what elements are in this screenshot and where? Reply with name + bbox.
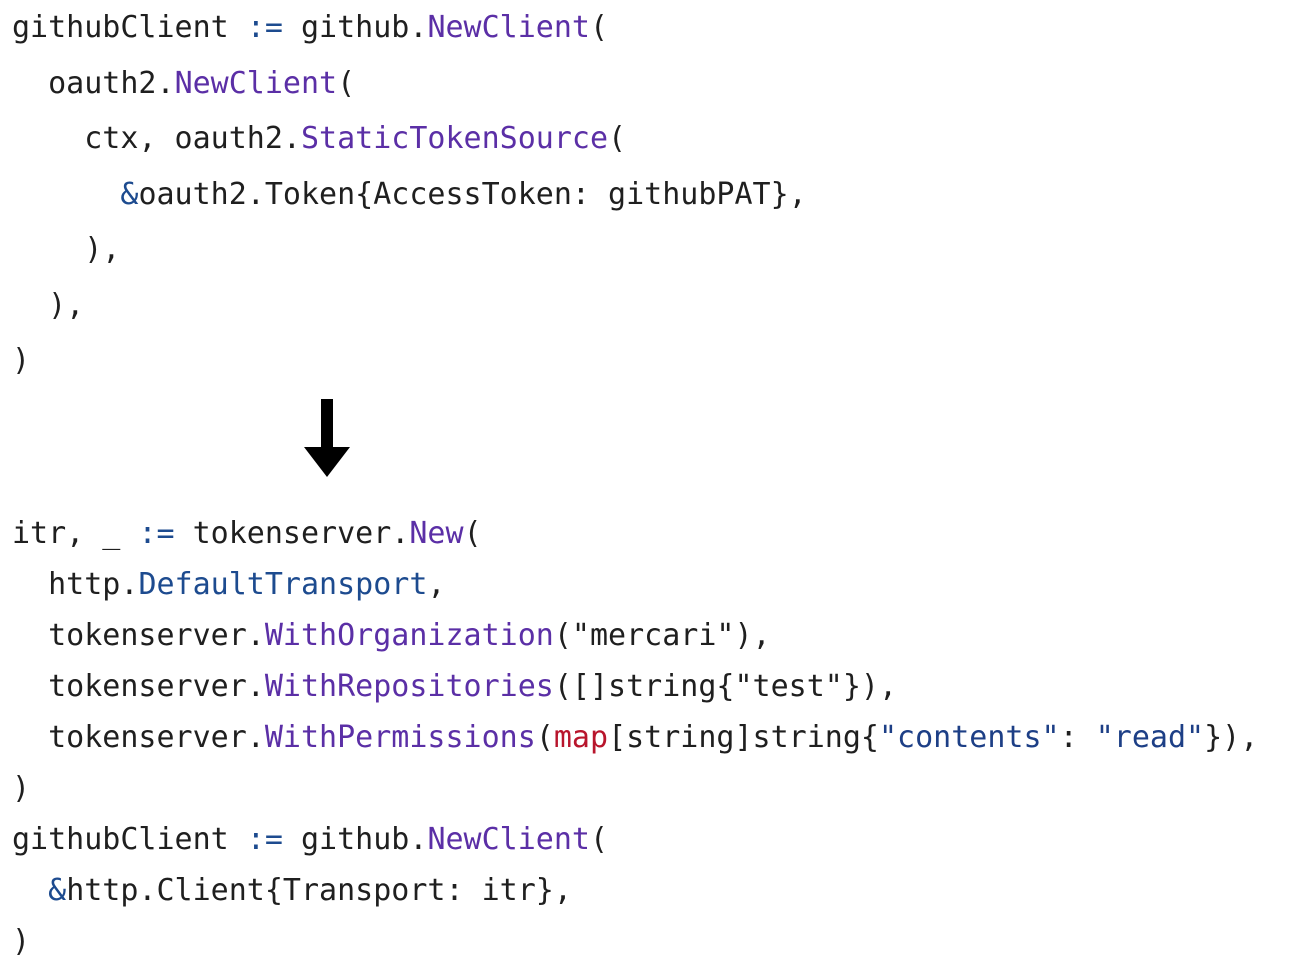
code-line: ) [12,763,1258,814]
code-token: ( [337,65,356,101]
code-token: ( [608,121,627,156]
code-token: ( [463,516,482,551]
code-token: NewClient [427,10,590,45]
code-line: itr, _ := tokenserver.New( [12,508,1258,559]
code-line: ) [12,333,807,389]
code-token: oauth2.Token{AccessToken: githubPAT}, [138,176,807,212]
code-token: githubClient [12,822,247,857]
arrow-down-icon [304,399,350,477]
code-line: ctx, oauth2.StaticTokenSource( [12,111,807,167]
code-token: New [409,516,464,551]
code-token: WithPermissions [264,720,536,755]
code-token: tokenserver. [12,669,265,704]
code-line: githubClient := github.NewClient( [12,0,807,56]
code-block-before: githubClient := github.NewClient( oauth2… [12,0,807,389]
code-token: github. [282,822,428,857]
code-token: http. [12,567,139,602]
code-token: ( [535,720,554,755]
code-line: oauth2.NewClient( [12,56,807,112]
code-token: github. [282,10,428,45]
code-token: [string]string{ [608,720,879,755]
code-token: ( [590,10,609,45]
code-token [12,873,48,908]
code-line: tokenserver.WithPermissions(map[string]s… [12,712,1258,763]
code-token: "read" [1095,720,1205,755]
code-token: oauth2. [12,65,175,101]
code-token: StaticTokenSource [300,121,609,156]
code-line: ), [12,278,807,334]
code-token: : [1059,720,1096,755]
code-token: "contents" [879,720,1060,755]
code-line: tokenserver.WithRepositories([]string{"t… [12,661,1258,712]
code-token: githubClient [12,10,247,45]
code-line: githubClient := github.NewClient( [12,814,1258,865]
code-line: &oauth2.Token{AccessToken: githubPAT}, [12,167,807,223]
code-token: http.Client{Transport: itr}, [66,873,572,908]
code-token: := [138,516,175,551]
code-token: tokenserver. [12,720,265,755]
code-token: }), [1204,720,1259,755]
code-line: &http.Client{Transport: itr}, [12,865,1258,916]
code-token [12,177,120,212]
code-token: tokenserver. [12,618,265,653]
code-token: := [246,822,283,857]
code-token: DefaultTransport [138,567,428,602]
code-token: map [553,720,609,755]
code-token: ctx, oauth2. [12,121,301,156]
code-token: WithRepositories [264,669,554,704]
code-token: NewClient [174,65,338,101]
code-token: ) [12,924,31,959]
code-token: NewClient [427,822,590,857]
code-line: http.DefaultTransport, [12,559,1258,610]
code-block-after: itr, _ := tokenserver.New( http.DefaultT… [12,508,1258,967]
code-line: ), [12,222,807,278]
code-token: , [427,567,446,602]
code-token: ( [590,822,609,857]
code-token: & [48,873,67,908]
code-token: ) [12,771,31,806]
code-token: ), [12,232,121,267]
code-line: ) [12,916,1258,967]
code-token: tokenserver. [174,516,410,551]
code-token: & [120,176,139,212]
code-token: ([]string{"test"}), [553,669,898,704]
code-token: ("mercari"), [553,618,771,653]
code-token: ) [12,343,31,378]
code-line: tokenserver.WithOrganization("mercari"), [12,610,1258,661]
code-token: := [246,10,283,45]
code-token: WithOrganization [264,618,554,653]
code-token: ), [12,287,85,323]
code-token: itr, _ [12,516,139,551]
